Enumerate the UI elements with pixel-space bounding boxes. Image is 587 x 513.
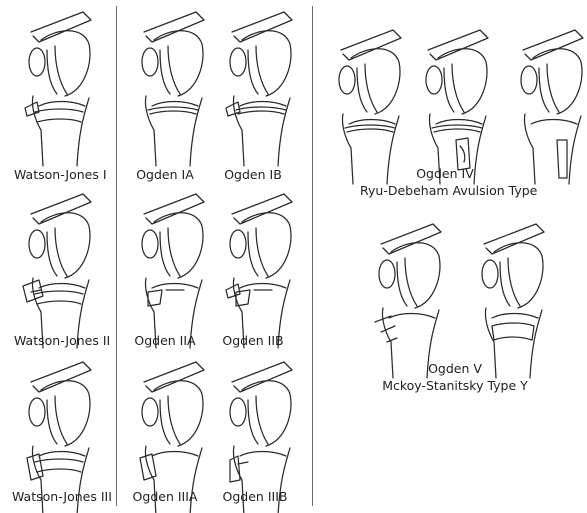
- column-separator-right: [312, 6, 313, 506]
- label-ogden-ia: Ogden IA: [125, 168, 205, 182]
- knee-svg: [214, 192, 298, 348]
- label-ogden-iv-subtitle: Ryu-Debeham Avulsion Type: [360, 184, 530, 198]
- label-watson-jones-iii: Watson-Jones III: [12, 490, 106, 504]
- label-ogden-iiib: Ogden IIIB: [213, 490, 297, 504]
- knee-svg: [323, 28, 407, 184]
- label-ogden-v-title: Ogden V: [400, 362, 510, 376]
- knee-svg: [363, 222, 447, 378]
- knee-drawing-ogden-v-1: [363, 222, 447, 378]
- knee-svg: [13, 192, 97, 348]
- label-ogden-ib: Ogden IB: [213, 168, 293, 182]
- label-ogden-iib: Ogden IIB: [213, 334, 293, 348]
- knee-svg: [126, 192, 210, 348]
- label-ogden-iv-title: Ogden IV: [390, 167, 500, 181]
- label-ogden-v-subtitle: Mckoy-Stanitsky Type Y: [370, 379, 540, 393]
- knee-drawing-ogden-iib: [214, 192, 298, 348]
- knee-drawing-ogden-iv-1: [323, 28, 407, 184]
- knee-svg: [214, 10, 298, 166]
- label-ogden-iiia: Ogden IIIA: [125, 490, 205, 504]
- knee-svg: [13, 10, 97, 166]
- knee-svg: [466, 222, 550, 378]
- knee-drawing-ogden-ib: [214, 10, 298, 166]
- knee-drawing-ogden-v-2: [466, 222, 550, 378]
- knee-drawing-ogden-iia: [126, 192, 210, 348]
- knee-drawing-ogden-iv-2: [410, 28, 494, 184]
- column-separator-left: [116, 6, 117, 506]
- label-watson-jones-i: Watson-Jones I: [14, 168, 104, 182]
- knee-svg: [126, 10, 210, 166]
- knee-drawing-watson-jones-ii: [13, 192, 97, 348]
- label-ogden-iia: Ogden IIA: [125, 334, 205, 348]
- knee-drawing-ogden-ia: [126, 10, 210, 166]
- knee-svg: [410, 28, 494, 184]
- knee-drawing-watson-jones-i: [13, 10, 97, 166]
- knee-svg: [505, 28, 587, 184]
- label-watson-jones-ii: Watson-Jones II: [14, 334, 104, 348]
- knee-drawing-ogden-iv-3: [505, 28, 587, 184]
